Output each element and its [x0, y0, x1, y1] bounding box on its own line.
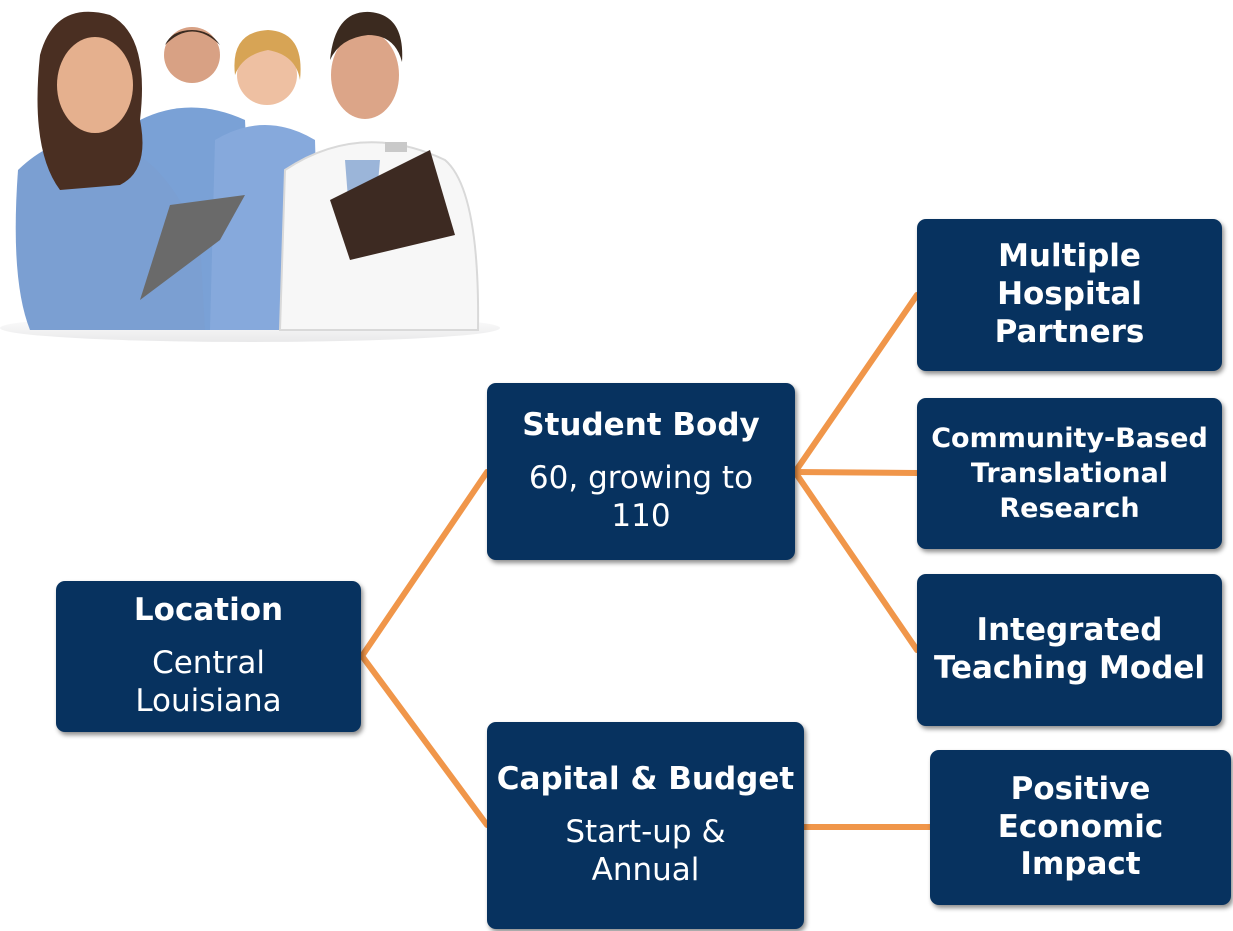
- location-title: Location: [133, 592, 284, 629]
- student-body-title: Student Body: [522, 407, 760, 444]
- community-research-box: Community-Based Translational Research: [917, 398, 1222, 549]
- connector-student-community: [792, 469, 920, 476]
- hospital-partners-label: Multiple Hospital Partners: [994, 238, 1145, 350]
- teaching-model-box: Integrated Teaching Model: [917, 574, 1222, 726]
- capital-budget-title: Capital & Budget: [496, 761, 795, 798]
- economic-impact-box: Positive Economic Impact: [930, 750, 1231, 905]
- economic-impact-label: Positive Economic Impact: [997, 770, 1164, 883]
- location-body: Central Louisiana: [135, 644, 282, 720]
- medical-team-photo: [0, 11, 500, 342]
- capital-budget-body: Start-up & Annual: [565, 813, 726, 889]
- student-body-box: Student Body 60, growing to 110: [487, 383, 795, 560]
- capital-budget-box: Capital & Budget Start-up & Annual: [487, 722, 804, 929]
- student-body-body: 60, growing to 110: [528, 459, 754, 535]
- hospital-partners-box: Multiple Hospital Partners: [917, 219, 1222, 371]
- connector-location-student: [359, 469, 490, 659]
- connector-student-teaching: [792, 469, 920, 653]
- community-research-label: Community-Based Translational Research: [931, 422, 1208, 525]
- teaching-model-label: Integrated Teaching Model: [933, 612, 1206, 686]
- connector-student-hospital: [792, 292, 920, 475]
- location-box: Location Central Louisiana: [56, 581, 361, 732]
- connector-location-capital: [359, 653, 490, 828]
